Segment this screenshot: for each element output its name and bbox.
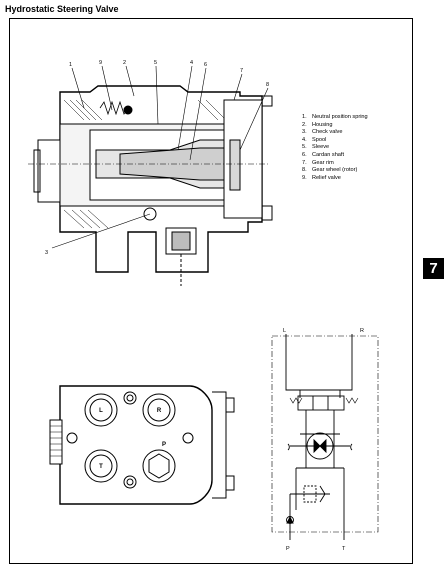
figure-frame <box>9 18 413 564</box>
schematic-P-label: P <box>286 546 290 552</box>
legend-item: 9.Relief valve <box>302 174 341 181</box>
callout-9: 9 <box>99 60 102 66</box>
cross-section-view <box>28 85 273 286</box>
callout-7: 7 <box>240 68 243 74</box>
schematic-L-label: L <box>283 328 286 334</box>
schematic-labels: L R P T <box>283 328 364 552</box>
legend-item: 3.Check valve <box>302 129 343 136</box>
parts-legend: 1.Neutral position spring 2.Housing 3.Ch… <box>302 114 368 182</box>
legend-item: 5.Sleeve <box>302 144 330 151</box>
legend-item: 7.Gear rim <box>302 159 334 166</box>
legend-item: 8.Gear wheel (rotor) <box>302 167 358 174</box>
chapter-number: 7 <box>429 260 438 277</box>
chapter-tab: 7 <box>423 258 444 279</box>
callout-leaders <box>51 65 269 249</box>
legend-item: 4.Spool <box>302 136 327 143</box>
callout-numbers: 1 9 2 5 4 6 7 8 3 <box>45 60 269 256</box>
port-R-label: R <box>157 408 162 414</box>
legend-item: 2.Housing <box>302 121 333 128</box>
hydraulic-schematic <box>271 334 379 540</box>
callout-2: 2 <box>123 60 126 66</box>
port-P-label: P <box>162 442 166 448</box>
legend-item: 1.Neutral position spring <box>302 114 368 120</box>
callout-8: 8 <box>266 82 269 88</box>
callout-5: 5 <box>154 60 157 66</box>
schematic-R-label: R <box>360 328 364 334</box>
callout-4: 4 <box>190 60 193 66</box>
callout-3: 3 <box>45 250 48 256</box>
port-labels: L R T P <box>99 408 166 470</box>
callout-1: 1 <box>69 62 72 68</box>
port-T-label: T <box>99 464 103 470</box>
port-face-view <box>49 385 235 505</box>
callout-6: 6 <box>204 62 207 68</box>
schematic-T-label: T <box>342 546 346 552</box>
legend-item: 6.Cardan shaft <box>302 151 345 158</box>
port-L-label: L <box>99 408 103 414</box>
page-title: Hydrostatic Steering Valve <box>5 4 119 14</box>
